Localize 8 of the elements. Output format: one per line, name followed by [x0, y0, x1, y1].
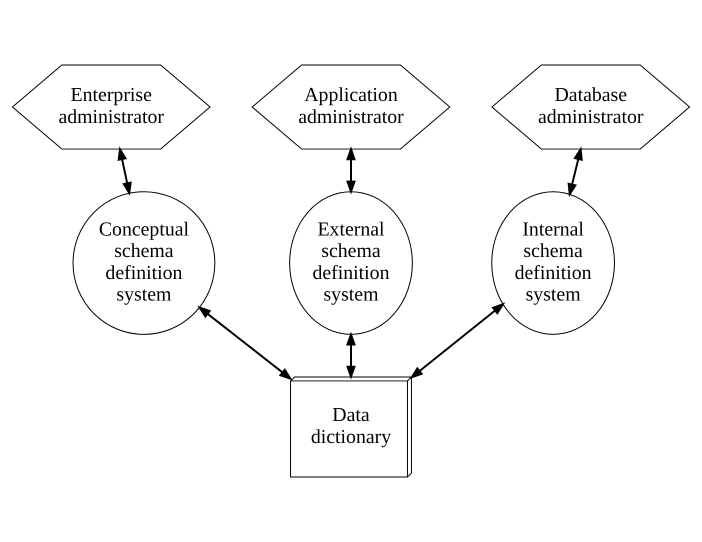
arrow — [197, 306, 293, 380]
arrow — [568, 146, 583, 198]
arrow — [118, 146, 132, 196]
arrow — [346, 332, 356, 380]
node-circle: Conceptual schema definition system — [72, 191, 216, 335]
arrow — [346, 146, 356, 194]
node-ellipse: External schema definition system — [289, 191, 413, 335]
arrow — [409, 302, 506, 380]
